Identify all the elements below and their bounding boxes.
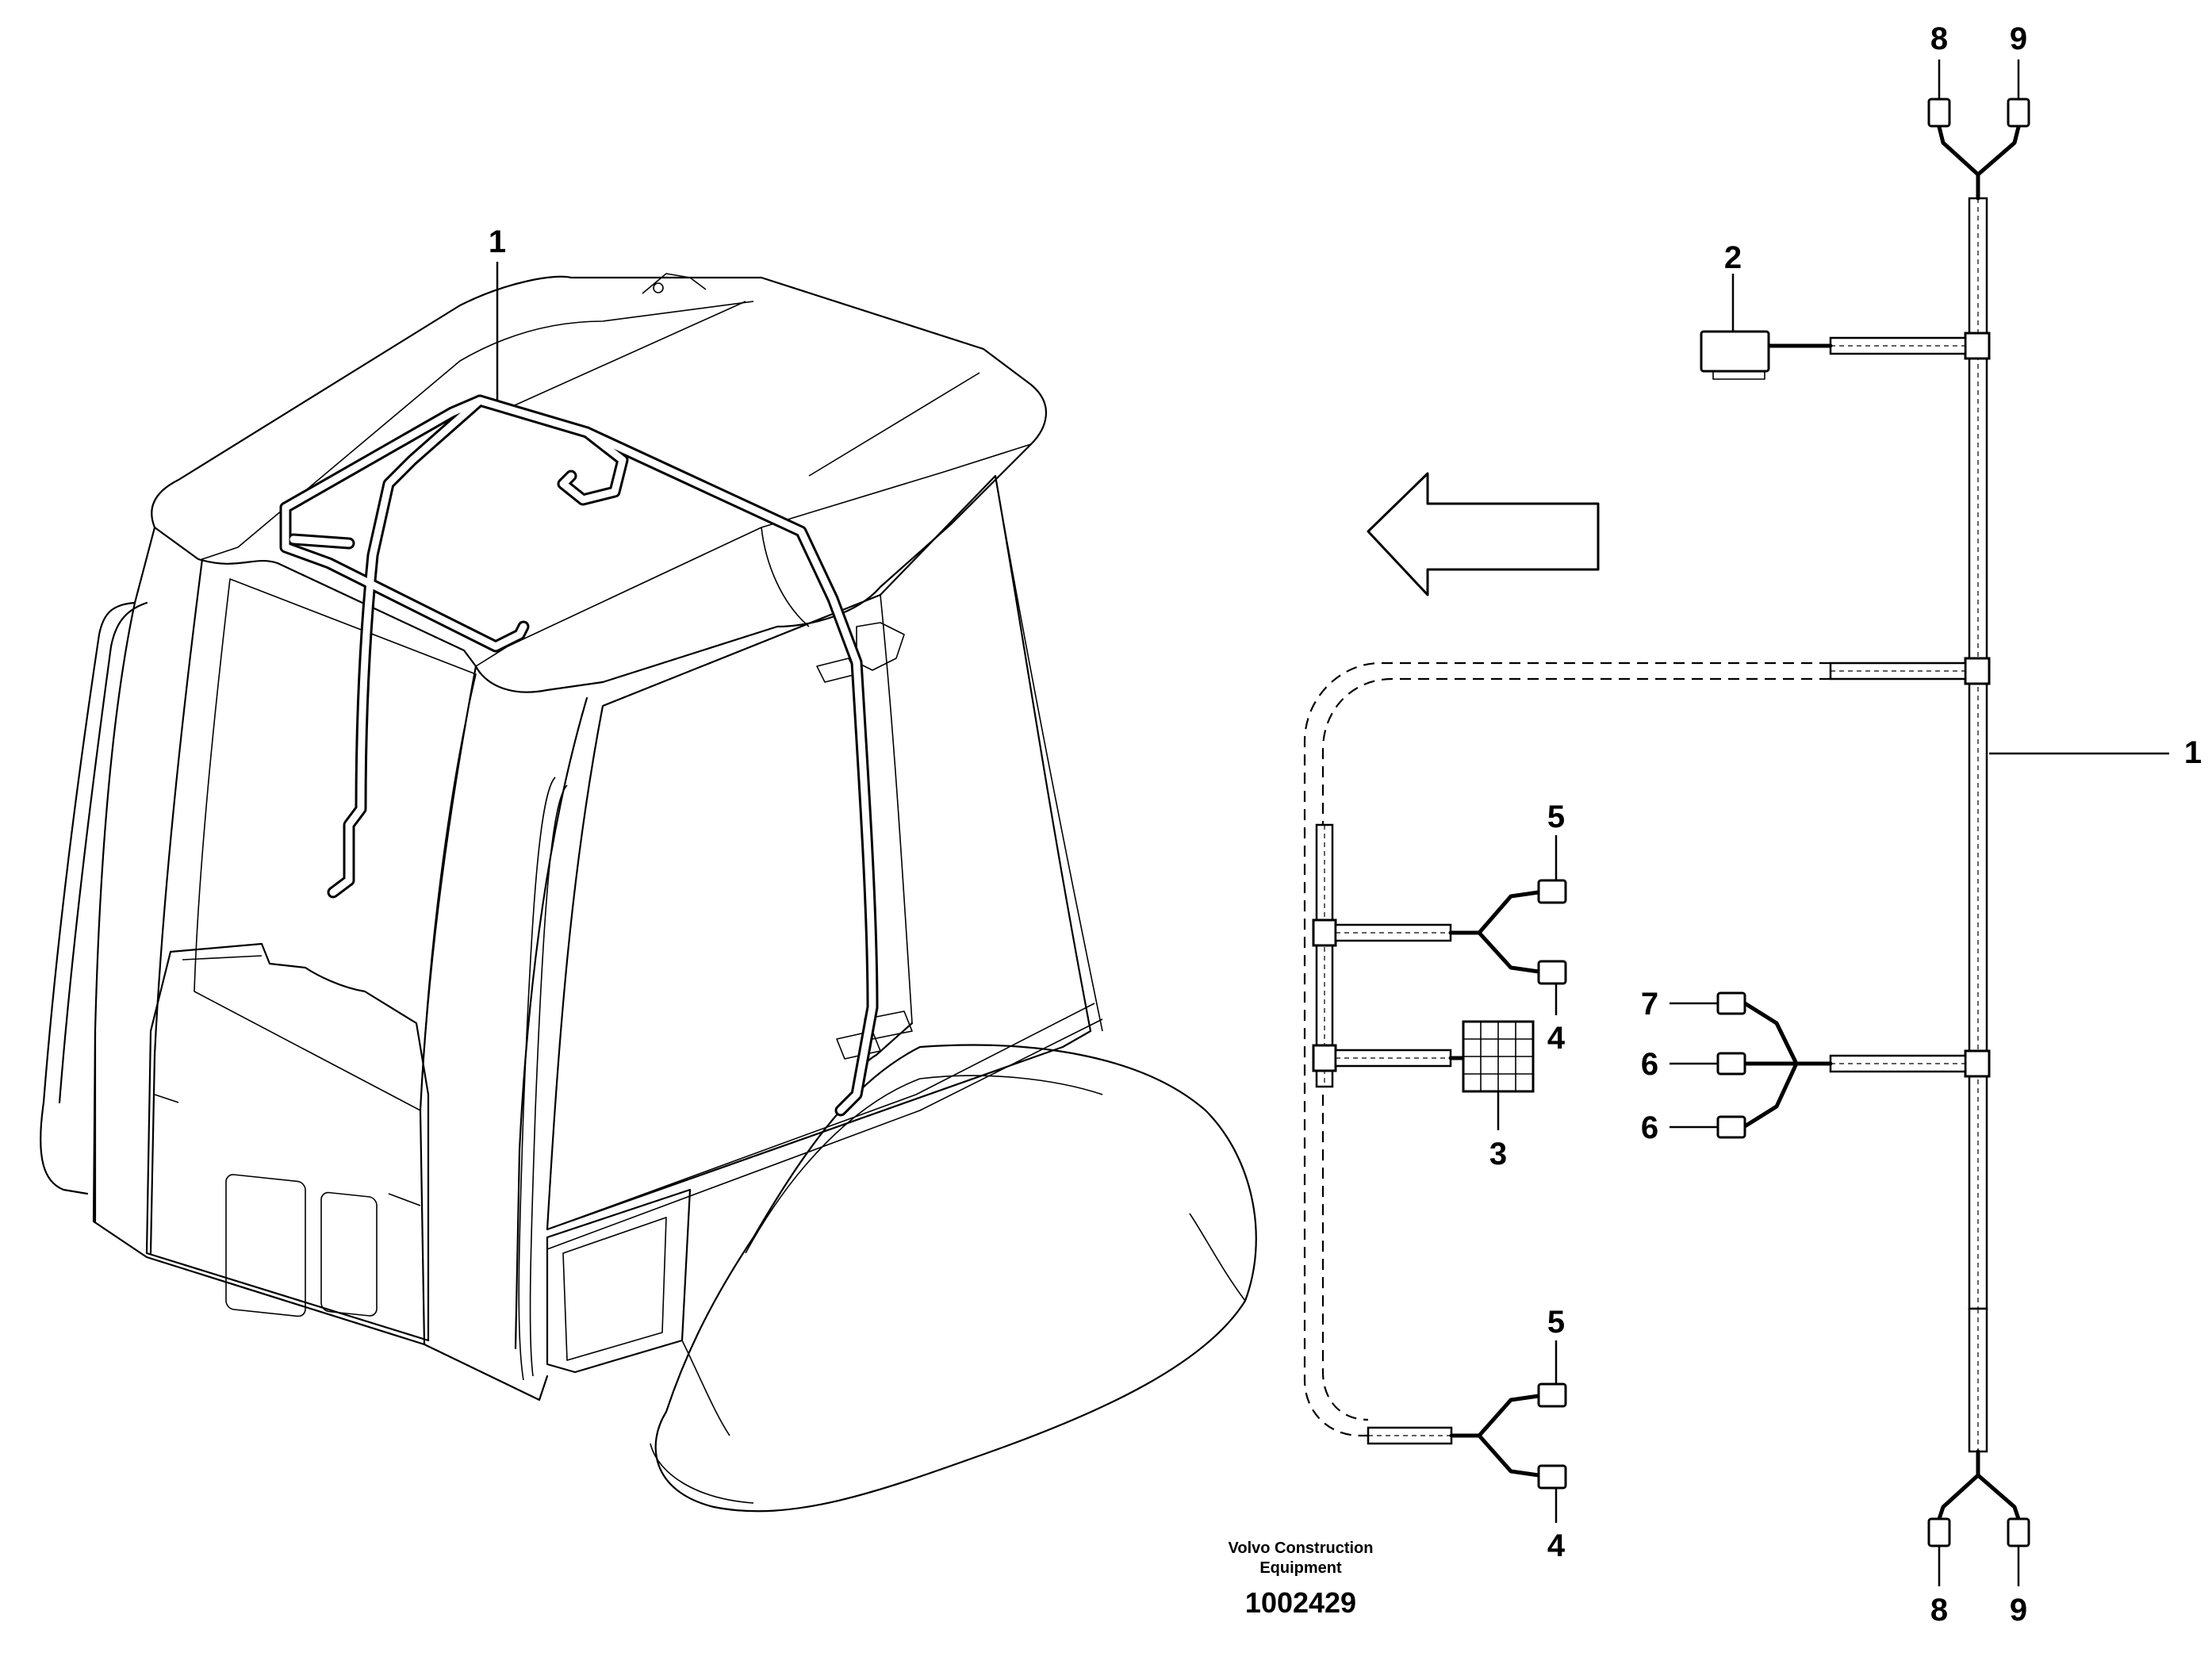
relay-2 <box>1700 330 1770 380</box>
manufacturer-name-line1: Volvo Construction <box>1229 1540 1374 1557</box>
connector-8-top <box>1927 98 1951 128</box>
harness-schematic <box>1303 59 2169 1586</box>
connector-9-bottom <box>2007 1517 2030 1547</box>
cab-wire-harness <box>279 394 879 1117</box>
callout-harness: 1 <box>2184 735 2202 770</box>
connector-6-lower <box>1716 1115 1746 1139</box>
fuse-block-3 <box>1462 1020 1535 1093</box>
callout-fuse-block: 3 <box>1489 1137 1507 1171</box>
connector-6-middle <box>1716 1052 1746 1076</box>
callout-4-lower: 4 <box>1547 1528 1566 1563</box>
callout-5-lower: 5 <box>1547 1305 1565 1340</box>
callout-5-upper: 5 <box>1547 799 1565 834</box>
connector-7 <box>1716 991 1746 1015</box>
callout-4-upper: 4 <box>1547 1021 1566 1056</box>
connector-8-bottom <box>1927 1517 1951 1547</box>
callout-7: 7 <box>1641 987 1658 1022</box>
connector-4-upper <box>1537 960 1567 985</box>
callout-relay: 2 <box>1724 240 1742 275</box>
cab-illustration <box>40 273 1257 1513</box>
callout-9-top: 9 <box>2010 21 2027 56</box>
arrow-left-icon <box>1367 472 1600 596</box>
connector-5-lower <box>1537 1382 1567 1408</box>
callout-6-lower: 6 <box>1641 1110 1658 1145</box>
connector-5-upper <box>1537 879 1567 904</box>
connector-4-lower <box>1537 1464 1567 1490</box>
manufacturer-name-line2: Equipment <box>1259 1559 1342 1577</box>
callout-6-middle: 6 <box>1641 1047 1658 1082</box>
callout-cab-harness: 1 <box>489 224 506 259</box>
callout-8-bottom: 8 <box>1930 1593 1948 1628</box>
main-trunk <box>1964 197 1991 1453</box>
callout-9-bottom: 9 <box>2010 1593 2027 1628</box>
drawing-number: 1002429 <box>1245 1586 1356 1619</box>
callout-8-top: 8 <box>1930 21 1948 56</box>
connector-9-top <box>2007 98 2030 128</box>
